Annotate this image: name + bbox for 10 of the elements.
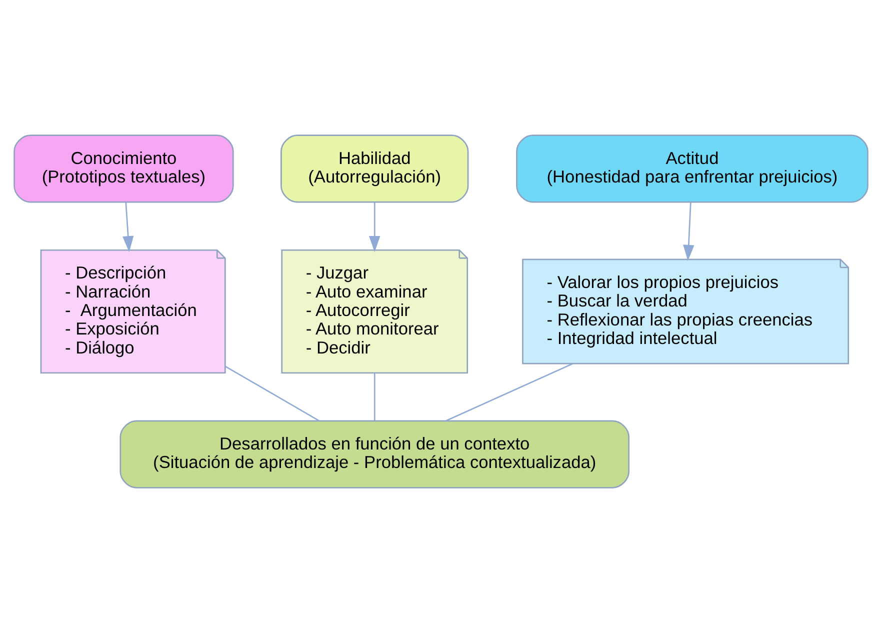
- node-box: Actitud (Honestidad para enfrentar prejuicios): [516, 134, 868, 203]
- node-box: Desarrollados en función de un contexto (Situación de aprendizaje - Problemática contextualizada): [120, 420, 630, 488]
- connector: [446, 363, 574, 422]
- connector: [374, 373, 376, 421]
- node-box: Conocimiento (Prototipos textuales): [14, 134, 234, 203]
- arrow: [122, 202, 134, 252]
- arrow: [369, 202, 380, 252]
- node-box: Habilidad (Autorregulación): [280, 134, 469, 203]
- arrow: [683, 202, 694, 261]
- connector: [225, 366, 320, 422]
